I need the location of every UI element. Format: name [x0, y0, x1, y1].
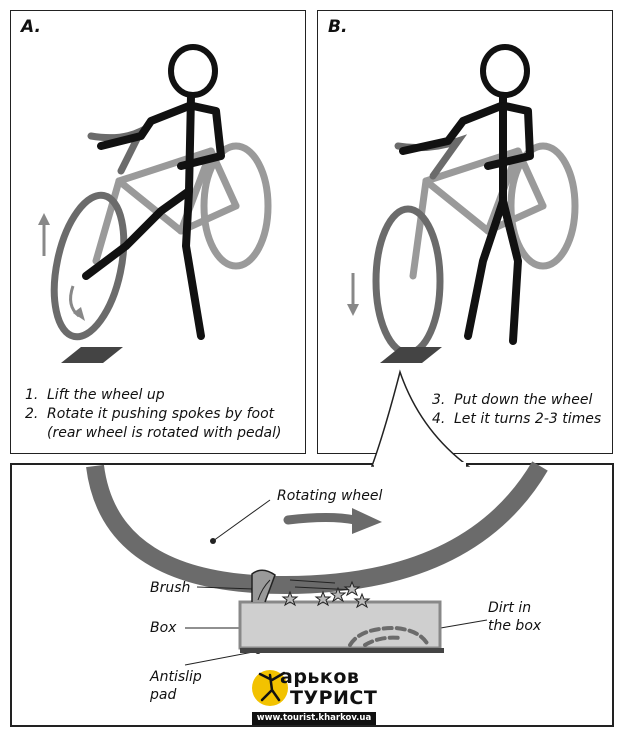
panel-b-steps: 3.Put down the wheel 4.Let it turns 2-3 … [432, 391, 601, 429]
arrow-up-icon [38, 213, 50, 256]
step-4: 4.Let it turns 2-3 times [432, 411, 602, 427]
logo-url: www.tourist.kharkov.ua [252, 712, 376, 725]
label-dirt-line1: Dirt in [488, 600, 532, 616]
label-antislip-line1: Antislip [150, 669, 202, 685]
lift-wheel-illustration [38, 44, 272, 363]
front-wheel [50, 191, 128, 341]
logo-word1: арьков [280, 666, 360, 688]
kharkov-tourist-logo: арьков ТУРИСТ www.tourist.kharkov.ua [250, 664, 380, 728]
step-2: 2.Rotate it pushing spokes by foot [25, 406, 275, 422]
antislip-pad-b [380, 347, 442, 363]
logo-word2: ТУРИСТ [290, 687, 378, 709]
antislip-pad-a [61, 347, 123, 363]
label-dirt: Dirt in the box [488, 599, 541, 635]
panel-a-steps: 1.Lift the wheel up 2.Rotate it pushing … [25, 386, 281, 443]
stick-figure-icon [399, 44, 534, 345]
stick-figure-icon [82, 44, 225, 340]
arrow-down-icon [347, 273, 359, 316]
step-1: 1.Lift the wheel up [25, 387, 165, 403]
label-antislip: Antislip pad [150, 668, 202, 704]
panel-b: B. 3.Put down the wheel 4.Let it turns 2… [317, 10, 613, 454]
panel-a: A. [10, 10, 306, 454]
step-3: 3.Put down the wheel [432, 392, 593, 408]
rear-wheel [200, 142, 272, 270]
label-rotating-wheel: Rotating wheel [277, 488, 383, 504]
label-box: Box [150, 620, 177, 636]
label-dirt-line2: the box [488, 618, 542, 634]
panel-a-letter: A. [21, 17, 41, 37]
put-down-wheel-illustration [347, 44, 579, 363]
panel-b-letter: B. [328, 17, 348, 37]
rear-wheel [507, 142, 579, 270]
label-antislip-line2: pad [150, 687, 177, 703]
step-2-note: (rear wheel is rotated with pedal) [47, 425, 282, 441]
label-brush: Brush [150, 580, 191, 596]
front-wheel [372, 205, 444, 357]
